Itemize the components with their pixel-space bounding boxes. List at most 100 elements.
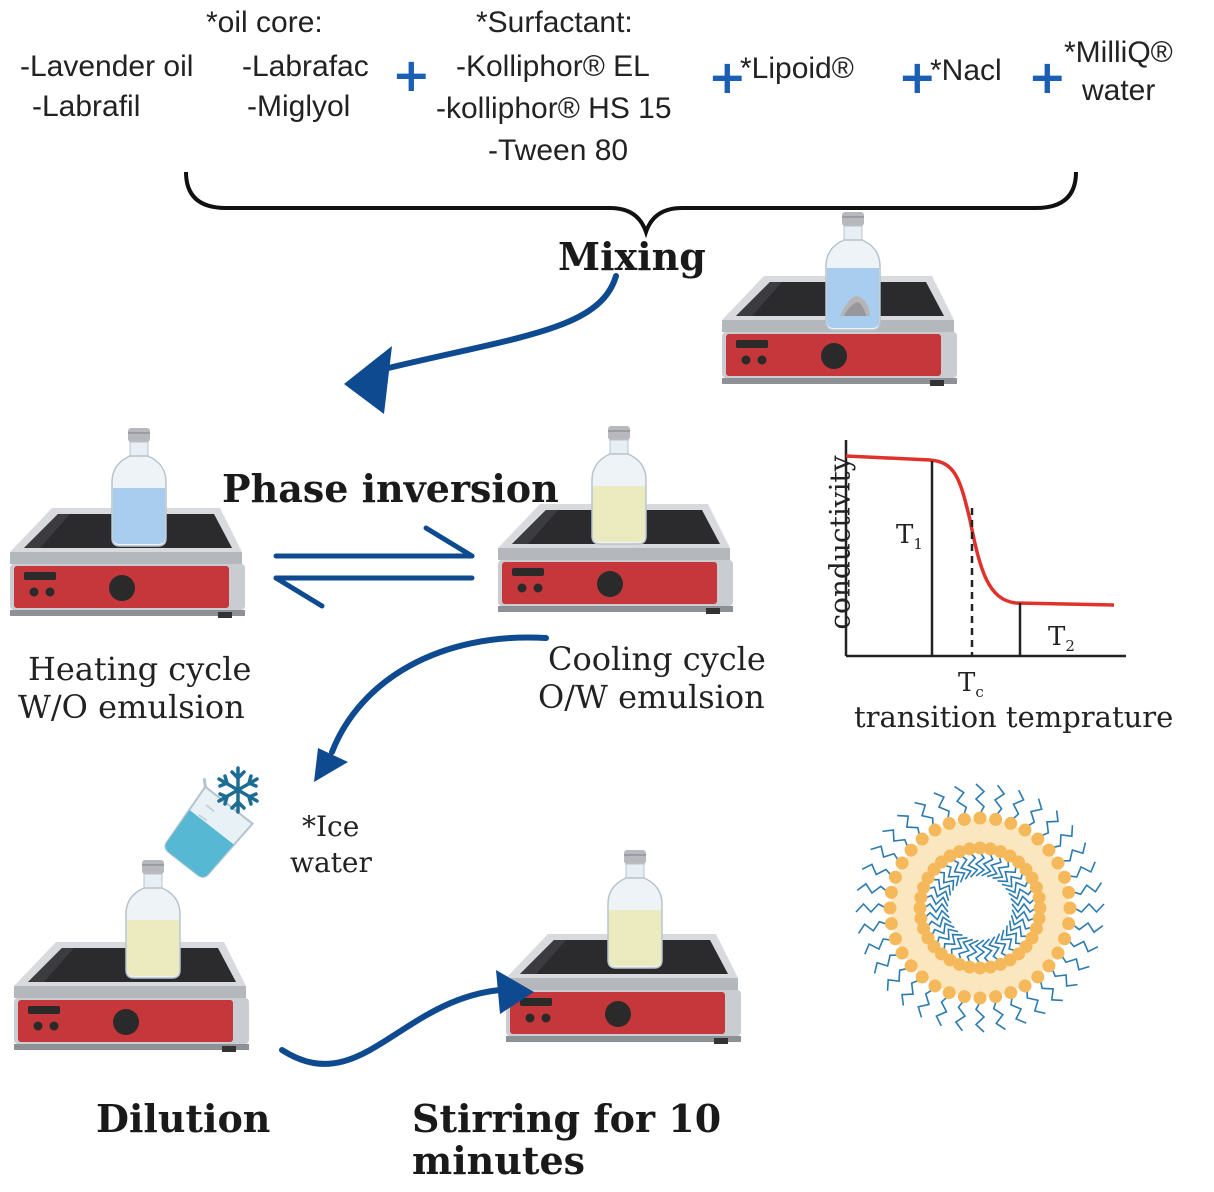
- nanocapsule-inner-head: [1032, 891, 1046, 905]
- nanocapsule-outer-tail: [856, 882, 888, 895]
- nanocapsule-inner-tail: [1008, 887, 1034, 901]
- nanocapsule-outer-tail: [917, 988, 934, 1018]
- nanocapsule-outer-tail: [1051, 968, 1078, 987]
- nanocapsule-outer-head: [883, 901, 897, 915]
- nanocapsule-outer-head: [895, 946, 909, 960]
- ice-water-label: water: [290, 846, 372, 879]
- heating-cycle-label: Heating cycle: [28, 650, 252, 688]
- nanocapsule-outer-head: [957, 812, 971, 826]
- nanocapsule-inner-head: [973, 961, 987, 975]
- nanocapsule-inner-tail: [924, 909, 950, 921]
- nanocapsule-inner-tail: [986, 855, 1002, 878]
- nanocapsule-outer-tail: [1068, 861, 1096, 878]
- nanocapsule-inner-head: [963, 842, 977, 856]
- nanocapsule-inner-tail: [937, 871, 955, 891]
- nanocapsule-inner-tail: [974, 939, 986, 965]
- nanocapsule-outer-tail: [1026, 798, 1043, 828]
- stirring-label-line1: Stirring for 10: [412, 1096, 722, 1141]
- ice-water-beaker-icon: [164, 778, 255, 878]
- plus-sign-4: +: [1028, 50, 1067, 104]
- nanocapsule-outer-tail: [861, 863, 893, 877]
- nanocapsule-outer-head: [888, 932, 902, 946]
- nanocapsule-outer-tail: [1011, 789, 1025, 821]
- nanocapsule-inner-tail: [931, 878, 952, 896]
- nanocapsule-outer-tail: [1061, 842, 1087, 862]
- nanocapsule-outer-head: [904, 843, 918, 857]
- nanocapsule-inner-head: [963, 960, 977, 974]
- tc-label: Tc: [958, 668, 984, 702]
- oil-header: *oil core:: [206, 6, 323, 39]
- ow-emulsion-label: O/W emulsion: [538, 678, 765, 716]
- nanocapsule-inner-tail: [958, 938, 974, 961]
- nanocapsule-outer-tail: [974, 1001, 986, 1033]
- milliq-label-line2: water: [1082, 74, 1156, 107]
- t1-label: T1: [896, 520, 923, 554]
- nanocapsule-outer-tail: [935, 995, 949, 1027]
- nanocapsule-outer-head: [973, 991, 987, 1005]
- nanocapsule-outer-tail: [886, 967, 909, 991]
- stirring-label-line2: minutes: [412, 1138, 586, 1183]
- nanocapsule-inner-head: [983, 960, 997, 974]
- oil-item-labrafac: -Labrafac: [242, 50, 369, 83]
- nanocapsule-outer-tail: [1067, 939, 1099, 953]
- nanocapsule-inner-head: [1029, 880, 1043, 894]
- plus-sign-2: +: [708, 50, 747, 104]
- nanocapsule-outer-head: [1031, 970, 1045, 984]
- nanocapsule-inner-tail: [997, 865, 1017, 883]
- nanocapsule-outer-head: [1018, 979, 1032, 993]
- nanocapsule-outer-head: [884, 917, 898, 931]
- lipoid-label: *Lipoid®: [740, 52, 854, 85]
- t2-label: T2: [1048, 622, 1075, 656]
- nanocapsule-outer-head: [957, 990, 971, 1004]
- nanocapsule-outer-tail: [992, 1000, 1006, 1031]
- nanocapsule-outer-head: [1042, 843, 1056, 857]
- nanocapsule-outer-head: [989, 990, 1003, 1004]
- nanocapsule-inner-tail: [923, 902, 949, 914]
- snowflake-icon: [217, 766, 259, 814]
- nanocapsule-outer-tail: [864, 938, 892, 955]
- cooling-vial-icon: [591, 425, 647, 545]
- nanocapsule-inner-tail: [926, 915, 952, 929]
- nanocapsule-outer-tail: [974, 783, 986, 815]
- conductivity-graph: [844, 440, 1126, 658]
- nanocapsule-inner-head: [973, 841, 987, 855]
- nanocapsule-inner-head: [917, 922, 931, 936]
- nanocapsule-inner-tail: [987, 936, 1001, 962]
- nanocapsule-outer-head: [915, 970, 929, 984]
- heating-vial-icon: [111, 427, 167, 547]
- flow-arrow-cooling-to-dilution: [314, 634, 549, 782]
- nanocapsule-outer-head: [928, 979, 942, 993]
- nanocapsule-inner-tail: [924, 894, 949, 907]
- nanocapsule-outer-head: [928, 823, 942, 837]
- nanocapsule-outer-head: [1063, 901, 1077, 915]
- nanocapsule-inner-tail: [1005, 925, 1023, 945]
- wo-emulsion-label: W/O emulsion: [18, 688, 245, 726]
- nanocapsule-outer-tail: [901, 979, 920, 1006]
- nanocapsule-inner-tail: [1008, 920, 1029, 938]
- surfactant-header: *Surfactant:: [476, 6, 633, 39]
- nanocapsule-outer-head: [1058, 932, 1072, 946]
- oil-item-miglyol: -Miglyol: [247, 90, 351, 123]
- nanocapsule-outer-head: [884, 885, 898, 899]
- nanocapsule-inner-tail: [1010, 914, 1033, 930]
- nanocapsule-outer-tail: [954, 785, 968, 816]
- nanocapsule-outer-head: [1058, 870, 1072, 884]
- nanocapsule-outer-tail: [933, 792, 950, 820]
- nanocapsule-inner-tail: [943, 864, 960, 887]
- nanocapsule-outer-head: [1004, 816, 1018, 830]
- nanocapsule-inner-head: [914, 911, 928, 925]
- nanocapsule-inner-head: [913, 901, 927, 915]
- conductivity-curve: [845, 454, 1115, 607]
- nanocapsule-outer-tail: [954, 1000, 967, 1032]
- nanocapsule-inner-tail: [951, 858, 966, 883]
- cooling-cycle-label: Cooling cycle: [548, 640, 766, 678]
- nanocapsule-inner-tail: [1000, 929, 1017, 952]
- nanocapsule-inner-head: [1033, 901, 1047, 915]
- nanocapsule-inner-tail: [950, 936, 968, 957]
- nanocapsule-outer-head: [1018, 823, 1032, 837]
- plus-sign-3: +: [898, 50, 937, 104]
- nanocapsule-outer-head: [942, 986, 956, 1000]
- nanocapsule-icon: [855, 783, 1105, 1033]
- nanocapsule-inner-tail: [943, 933, 963, 951]
- nanocapsule-inner-head: [994, 957, 1008, 971]
